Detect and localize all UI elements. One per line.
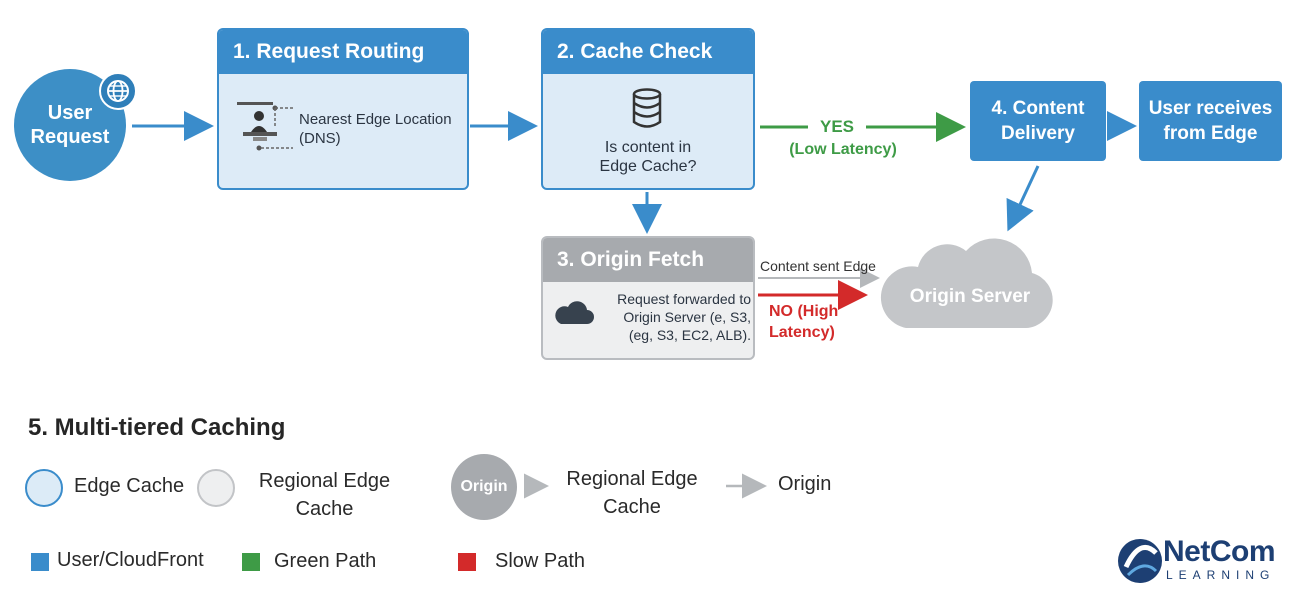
user-receives-node: User receives from Edge <box>1139 81 1282 161</box>
cloud-icon <box>555 301 594 324</box>
step-origin-fetch: 3. Origin Fetch Request forwarded to Ori… <box>541 236 755 360</box>
step-description: Is content in Edge Cache? <box>599 139 697 175</box>
flow-regional-edge-cache-label: Regional Edge Cache <box>566 468 698 518</box>
yes-label: YES <box>819 117 855 136</box>
origin-badge: Origin <box>451 454 517 520</box>
content-sent-label: Content sent Edge <box>760 258 876 274</box>
globe-icon <box>99 72 137 110</box>
legend-green-swatch <box>242 553 260 571</box>
step-title: 3. Origin Fetch <box>543 238 753 282</box>
arrow-delivery-to-origin <box>1006 165 1040 232</box>
database-icon <box>632 88 662 128</box>
flow-origin-label: Origin <box>778 473 832 495</box>
logo-name: NetCom <box>1163 535 1276 568</box>
low-latency-label: (Low Latency) <box>789 141 897 158</box>
no-high-latency-label: NO (High Latency) <box>769 303 839 341</box>
dns-user-icon <box>237 102 295 151</box>
netcom-logo-icon <box>1118 539 1162 583</box>
edge-cache-label: Edge Cache <box>74 475 185 497</box>
step-description: Nearest Edge Location (DNS) <box>299 111 452 147</box>
content-delivery-node: 4. Content Delivery <box>970 81 1106 161</box>
origin-server-cloud-icon <box>880 238 1053 328</box>
edge-cache-marker <box>25 469 63 507</box>
origin-server-label: Origin Server <box>909 286 1031 307</box>
legend-red-swatch <box>458 553 476 571</box>
legend-blue-label: User/CloudFront <box>57 549 204 571</box>
legend-blue-swatch <box>31 553 49 571</box>
step-title: 2. Cache Check <box>543 30 753 74</box>
step-request-routing: 1. Request Routing Nearest Edge Location… <box>217 28 469 190</box>
regional-edge-cache-marker <box>197 469 235 507</box>
step-title: 1. Request Routing <box>219 30 467 74</box>
step-cache-check: 2. Cache Check Is content in Edge Cache? <box>541 28 755 190</box>
caching-section-title: 5. Multi-tiered Caching <box>28 414 286 441</box>
step-description: Request forwarded to Origin Server (e, S… <box>617 291 751 343</box>
logo-sub: LEARNING <box>1166 568 1276 582</box>
legend-red-label: Slow Path <box>495 550 586 572</box>
legend-green-label: Green Path <box>274 550 377 572</box>
regional-edge-cache-label: Regional Edge Cache <box>258 470 391 520</box>
